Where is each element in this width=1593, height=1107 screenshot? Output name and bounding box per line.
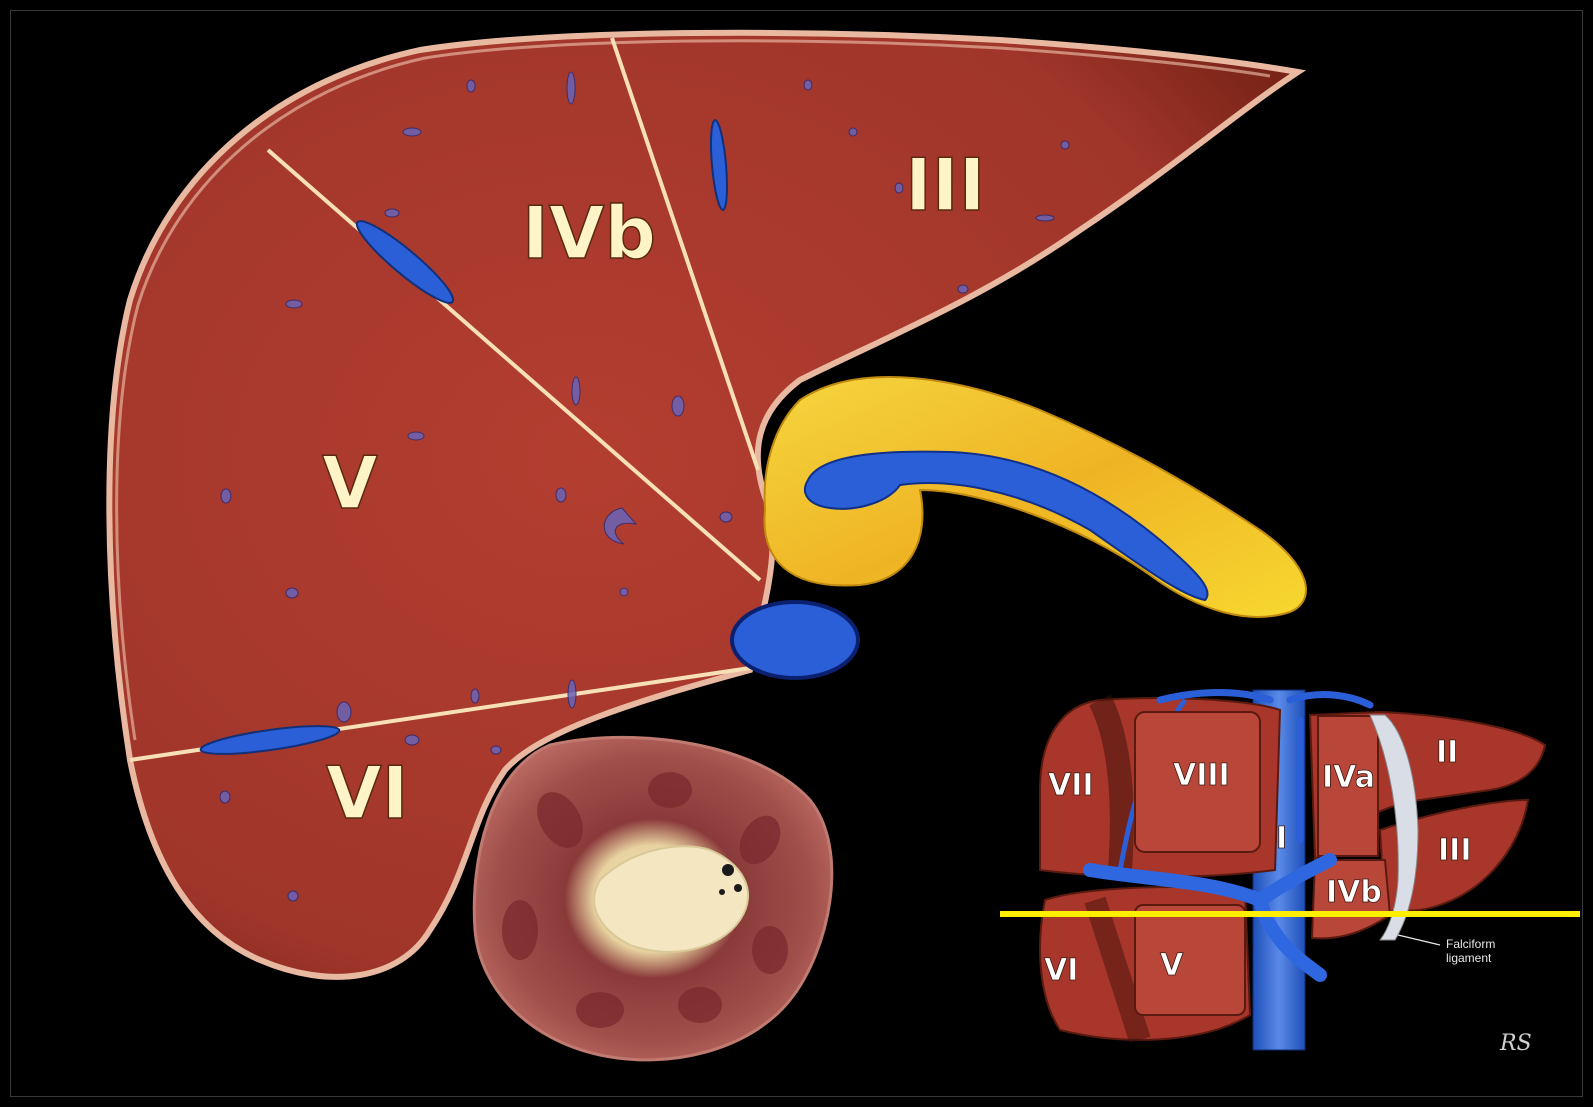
inset-label-iva: IVa <box>1322 760 1375 795</box>
inset-label-ivb: IVb <box>1326 875 1382 910</box>
inset-label-i: I <box>1276 821 1287 856</box>
inset-label-ii: II <box>1436 735 1458 770</box>
portal-vein-cross-section <box>732 602 858 678</box>
inset-label-vi: VI <box>1044 953 1078 988</box>
kidney <box>474 737 832 1059</box>
falciform-label-line1: Falciform <box>1446 937 1495 951</box>
inset-label-iii: III <box>1438 833 1472 868</box>
segment-label-v: V <box>322 441 378 525</box>
segment-label-ivb: IVb <box>522 191 656 275</box>
inset-label-viii: VIII <box>1173 758 1230 793</box>
falciform-label-line2: ligament <box>1446 951 1492 965</box>
pancreas <box>764 377 1306 617</box>
segment-label-vi: VI <box>326 751 409 835</box>
inset-label-vii: VII <box>1048 768 1094 803</box>
inset-diagram: Falciform ligament VII VIII IVa II I III… <box>1000 690 1580 1056</box>
artist-signature: RS <box>1499 1031 1532 1056</box>
inset-label-v: V <box>1160 948 1184 983</box>
segment-label-iii: III <box>905 143 985 227</box>
